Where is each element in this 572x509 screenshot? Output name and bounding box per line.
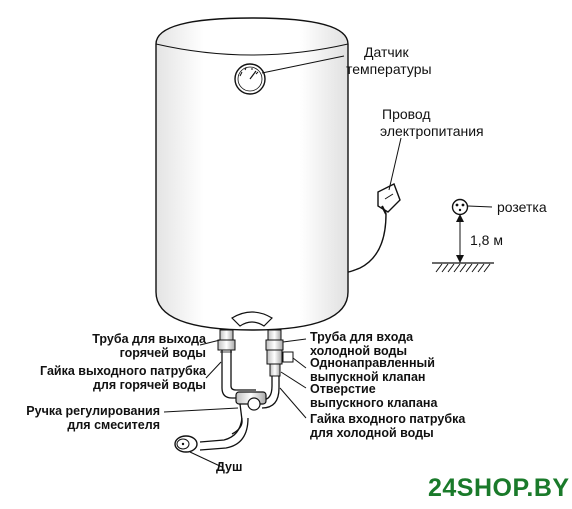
mixer-handle-label: Ручка регулирования для смесителя [26, 404, 160, 432]
water-heater-tank [155, 17, 349, 331]
shower-head-icon [174, 435, 198, 453]
hot-water-outlet-pipe [217, 329, 256, 399]
valve-hole-leader [280, 371, 307, 389]
shower-leader [189, 451, 223, 468]
check-valve-leader [292, 357, 307, 369]
power-plug-icon [377, 183, 401, 215]
socket-leader [467, 205, 493, 208]
hot-pipe-label: Труба для выхода горячей воды [92, 332, 206, 360]
socket-label: розетка [497, 199, 547, 215]
height-dimension [432, 214, 494, 273]
watermark-logo: 24SHOP.BY [428, 474, 570, 502]
cold-nut-leader [279, 387, 307, 419]
hot-nut-leader [205, 361, 222, 379]
power-cord-leader [388, 137, 402, 191]
power-cord [347, 213, 387, 273]
cold-pipe-label: Труба для входа холодной воды [310, 330, 414, 358]
valve-hole-label: Отверстие выпускного клапана [310, 382, 438, 410]
check-valve-label: Однонаправленный выпускной клапан [310, 356, 435, 384]
temp-sensor-label: Датчик температуры [346, 44, 432, 77]
hot-nut-label: Гайка выходного патрубка для горячей вод… [40, 364, 206, 392]
cold-water-inlet-pipe [256, 329, 294, 409]
mixer-handle-leader [163, 407, 239, 413]
power-cord-label: Провод электропитания [380, 106, 484, 139]
shower-label: Душ [216, 460, 243, 474]
cold-nut-label: Гайка входного патрубка для холодной вод… [310, 412, 466, 440]
cold-pipe-leader [282, 338, 307, 343]
mixer-body [231, 391, 267, 435]
temp-sensor-leader [261, 55, 345, 74]
hot-pipe-leader [199, 339, 221, 346]
height-label: 1,8 м [470, 232, 503, 248]
socket-icon [451, 198, 469, 216]
thermometer-gauge-icon [234, 63, 266, 95]
shower-hose [199, 417, 249, 451]
